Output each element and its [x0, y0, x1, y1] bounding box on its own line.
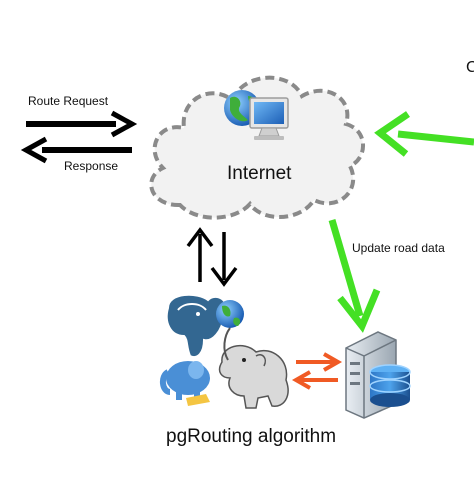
- orange-arrows: [291, 352, 343, 390]
- monitor-icon: [249, 97, 289, 140]
- request-response-arrows: [20, 110, 138, 164]
- right-edge-letter: C: [466, 59, 474, 76]
- server-database-icon: [345, 331, 411, 419]
- small-globe-icon: [216, 300, 244, 328]
- green-arrow-input: [374, 111, 474, 157]
- route-request-label: Route Request: [28, 94, 109, 108]
- internet-cloud: [149, 75, 365, 220]
- green-arrow-update: [328, 219, 381, 333]
- response-label: Response: [64, 159, 118, 173]
- postgresql-elephant-icon: [165, 293, 227, 358]
- internet-label: Internet: [227, 163, 292, 184]
- vertical-arrows: [186, 227, 238, 287]
- update-road-data-label: Update road data: [352, 241, 445, 255]
- pgrouting-label: pgRouting algorithm: [166, 426, 336, 447]
- grey-elephant-icon: [218, 327, 289, 409]
- php-elephant-icon: [160, 361, 210, 406]
